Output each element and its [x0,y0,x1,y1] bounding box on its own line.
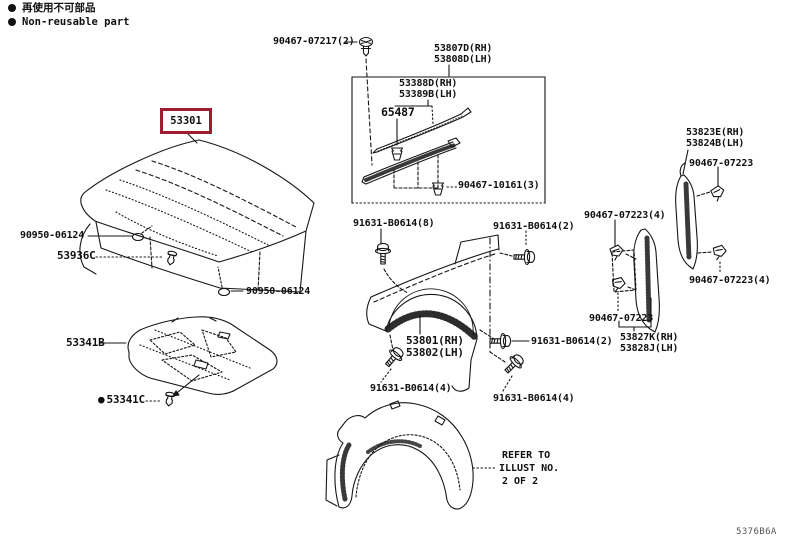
part-label-91631-B0614-e: 91631-B0614(4) [493,393,575,404]
part-label-90467-07223-b: 90467-07223 [689,158,754,169]
part-label-53827K: 53827K(RH) [620,332,679,343]
highlighted-part-label: 53301 [170,115,202,127]
part-label-90950-06124-upper: 90950-06124 [20,230,85,241]
part-label-53824B: 53824B(LH) [686,138,745,149]
part-label-90467-10161: 90467-10161(3) [458,180,540,191]
legend-en-label: Non-reusable part [22,16,130,28]
part-label-90950-06124-lower: 90950-06124 [246,286,311,297]
apron-bracket-left [611,219,660,333]
part-label-53802: 53802(LH) [406,346,464,359]
part-label-53807D: 53807D(RH) [434,43,493,54]
leader-line [217,266,223,288]
legend-jp: 再使用不可部品 [8,2,96,14]
highlighted-part-number[interactable]: 53301 [160,108,212,134]
apron-bracket-right [675,149,721,275]
moulding-box [351,64,546,204]
part-label-91631-B0614-b: 91631-B0614(2) [493,221,575,232]
part-label-53341C: ●53341C [98,393,145,406]
part-label-53389B: 53389B(LH) [399,89,458,100]
part-label-53936C: 53936C [57,249,96,262]
non-reusable-bullet-icon [8,18,16,26]
legend-jp-label: 再使用不可部品 [22,2,96,14]
legend-en: Non-reusable part [8,16,129,28]
leader-line [141,225,153,234]
refer-note-line-1: REFER TO [502,450,551,461]
part-label-53823E: 53823E(RH) [686,127,745,138]
fender-drawing [366,228,530,392]
hood-insulator-pad-drawing [99,316,278,397]
pin-clip-icon [165,250,178,267]
part-label-90467-07223-c: 90467-07223(4) [689,275,771,286]
part-label-91631-B0614-c: 91631-B0614(2) [531,336,613,347]
part-label-91631-B0614-d: 91631-B0614(4) [370,383,452,394]
fender-liner-drawing [325,400,498,510]
part-label-53341B: 53341B [66,336,105,349]
screw-icon [358,36,374,57]
leader-line [365,58,373,166]
non-reusable-bullet-icon: ● [98,393,105,406]
part-label-53388D: 53388D(RH) [399,78,458,89]
pin-clip-icon [163,391,176,408]
part-label-53801: 53801(RH) [406,334,464,347]
part-label-65487: 65487 [381,105,415,119]
part-label-91631-B0614-a: 91631-B0614(8) [353,218,435,229]
part-label-53808D: 53808D(LH) [434,54,493,65]
part-label-90467-07223-d: 90467-07223 [589,313,654,324]
part-label-90467-07223-a: 90467-07223(4) [584,210,666,221]
cushion-icon [131,232,231,297]
non-reusable-bullet-icon [8,4,16,12]
refer-note-line-3: 2 OF 2 [502,476,539,487]
hood-drawing [79,130,315,293]
part-label-90467-07217: 90467-07217(2) [273,36,355,47]
part-label-53828J: 53828J(LH) [620,343,679,354]
refer-note-line-2: ILLUST NO. [499,463,560,474]
figure-code: 5376B6A [736,527,777,537]
